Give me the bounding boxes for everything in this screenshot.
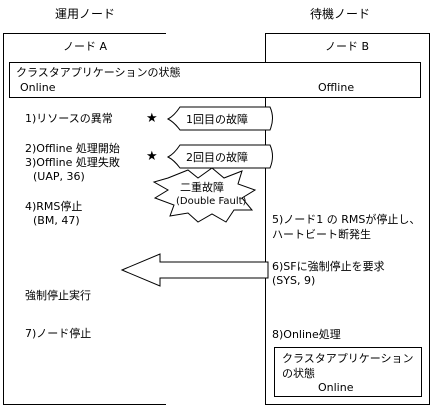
event-offline-fail-code: (UAP, 36)	[33, 170, 85, 183]
node-a-state: Online	[20, 81, 56, 94]
node-b-label: ノード B	[325, 40, 370, 53]
second-failure-star: ★	[146, 149, 158, 164]
second-failure-callout	[166, 144, 273, 169]
event-offline-start: 2)Offline 処理開始	[25, 142, 120, 155]
first-failure-star: ★	[146, 111, 158, 126]
node-b-state-box	[274, 347, 422, 397]
node-b-state: Offline	[318, 81, 355, 94]
event-heartbeat-loss-detail: ハートビート断発生	[272, 228, 371, 241]
node-a-label: ノード A	[63, 40, 108, 53]
node-b-state-value: Online	[318, 381, 354, 394]
second-failure-label: 2回目の故障	[186, 151, 248, 164]
double-fault-label: 二重故障	[180, 181, 224, 194]
event-online-processing: 8)Online処理	[272, 328, 341, 341]
event-forced-stop-request: 6)SFに強制停止を要求	[272, 260, 385, 273]
first-failure-label: 1回目の故障	[186, 113, 248, 126]
double-fault-subtitle: (Double Fault)	[176, 196, 247, 207]
event-forced-stop-request-code: (SYS, 9)	[272, 274, 316, 287]
event-forced-stop: 強制停止実行	[25, 289, 91, 302]
cluster-state-title: クラスタアプリケーションの状態	[16, 66, 181, 79]
active-node-header: 運用ノード	[55, 7, 116, 21]
standby-node-header: 待機ノード	[310, 7, 371, 21]
double-fault-burst	[152, 167, 257, 223]
forced-stop-arrow	[120, 253, 269, 287]
node-b-state-title-2: の状態	[282, 367, 315, 380]
event-offline-fail: 3)Offline 処理失敗	[25, 156, 120, 169]
event-rms-stop-code: (BM, 47)	[33, 214, 80, 227]
first-failure-callout	[166, 106, 273, 131]
event-rms-stop: 4)RMS停止	[25, 200, 83, 213]
event-resource-error: 1)リソースの異常	[25, 112, 113, 125]
event-heartbeat-loss: 5)ノード1 の RMSが停止し、	[272, 213, 421, 226]
cluster-state-box	[9, 62, 421, 98]
node-b-state-title: クラスタアプリケーション	[282, 352, 414, 365]
event-node-stop: 7)ノード停止	[25, 327, 92, 340]
